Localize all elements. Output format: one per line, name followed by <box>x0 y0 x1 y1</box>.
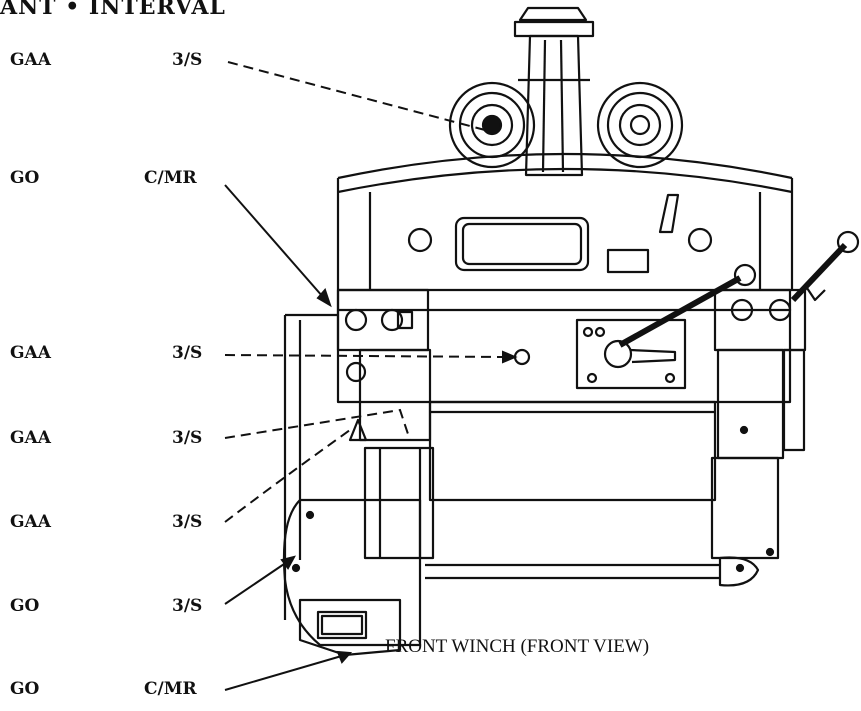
leader-arrowhead <box>336 650 353 664</box>
leader-arrowhead <box>280 555 296 570</box>
leader-line <box>224 354 506 358</box>
upper-housing <box>336 152 794 290</box>
interval-code: 3/S <box>172 428 203 448</box>
interval-code: 3/S <box>172 596 203 616</box>
leader-arrowhead <box>316 288 332 308</box>
leader-arrowhead <box>502 350 518 364</box>
interval-code: 3/S <box>172 343 203 363</box>
interval-code: 3/S <box>172 512 203 532</box>
left-side-plate <box>283 288 435 620</box>
lubricant-code: GO <box>10 679 40 699</box>
right-side-plate <box>710 230 860 560</box>
lubricant-code: GAA <box>10 50 51 70</box>
drain-plate <box>298 598 402 657</box>
control-box <box>575 263 757 390</box>
main-frame <box>336 288 792 502</box>
lubricant-code: GAA <box>10 512 51 532</box>
cross-rod <box>425 547 775 587</box>
lubricant-code: GAA <box>10 428 51 448</box>
leader-line <box>227 61 486 131</box>
lubricant-code: GO <box>10 596 40 616</box>
interval-code: C/MR <box>144 679 197 699</box>
grease-fitting <box>348 418 368 442</box>
leader-line <box>224 559 291 605</box>
diagram-caption: FRONT WINCH (FRONT VIEW) <box>385 636 650 657</box>
leader-line <box>224 654 346 691</box>
leader-line <box>224 408 411 441</box>
fairlead-post <box>513 6 595 177</box>
lubricant-code: GAA <box>10 343 51 363</box>
leader-line <box>224 429 351 523</box>
interval-code: 3/S <box>172 50 203 70</box>
interval-code: C/MR <box>144 168 197 188</box>
leader-line <box>224 184 331 306</box>
left-pulley <box>448 81 536 169</box>
column-header: ANT • INTERVAL <box>0 0 226 20</box>
gear-housing-cover <box>282 498 422 647</box>
lubricant-code: GO <box>10 168 40 188</box>
